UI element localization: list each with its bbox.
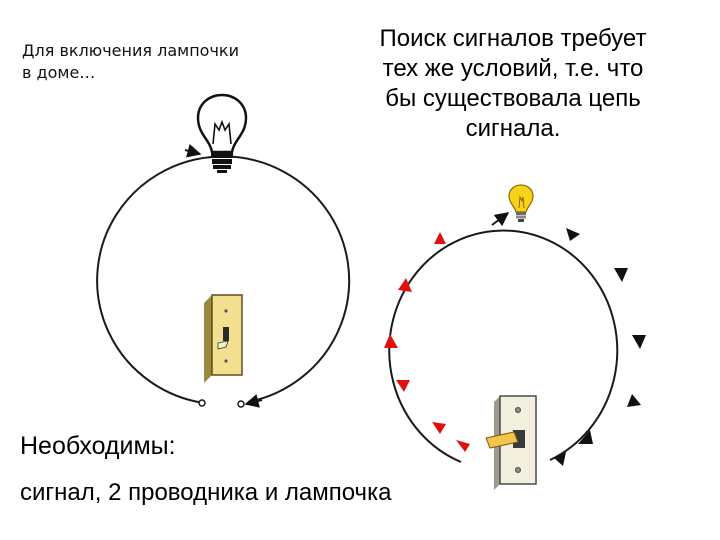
right-heading-line-1: Поиск сигналов требует bbox=[379, 25, 647, 52]
right-heading-line-3: бы существовала цепь bbox=[385, 85, 641, 112]
right-wire-arrow-top bbox=[491, 212, 510, 227]
red-arrow bbox=[384, 334, 398, 348]
left-wire-arrow-top bbox=[184, 143, 202, 158]
switch-contact-left bbox=[198, 399, 206, 407]
requirements-items: сигнал, 2 проводника и лампочка bbox=[20, 479, 392, 506]
red-arrow bbox=[396, 380, 410, 392]
right-circuit bbox=[388, 212, 619, 463]
right-heading-line-2: тех же условий, т.е. что bbox=[382, 55, 644, 82]
red-arrow bbox=[434, 232, 446, 244]
left-note-line-1: Для включения лампочки bbox=[22, 41, 239, 60]
left-note-line-2: в доме… bbox=[22, 63, 96, 82]
dark-arrow bbox=[632, 335, 646, 349]
left-note: Для включения лампочки в доме… bbox=[22, 40, 322, 84]
dark-arrow bbox=[578, 430, 593, 444]
red-arrow bbox=[456, 440, 470, 452]
dark-arrow bbox=[627, 394, 641, 407]
right-heading: Поиск сигналов требует тех же условий, т… bbox=[338, 24, 688, 144]
light-switch-icon bbox=[204, 294, 243, 383]
red-signal-arrows bbox=[384, 232, 470, 452]
dark-signal-arrows bbox=[554, 228, 646, 466]
right-heading-line-4: сигнала. bbox=[465, 115, 561, 142]
red-arrow bbox=[432, 422, 446, 434]
dark-arrow bbox=[566, 228, 580, 241]
right-circuit-wire bbox=[388, 229, 619, 463]
requirements-label: Необходимы: bbox=[20, 432, 176, 460]
toggle-switch-icon bbox=[485, 395, 537, 490]
red-arrow bbox=[398, 278, 412, 292]
left-wire-arrow-bottom bbox=[244, 394, 263, 408]
dark-arrow bbox=[614, 268, 628, 282]
lit-bulb-icon bbox=[508, 184, 534, 222]
light-bulb-outline-icon bbox=[196, 93, 248, 173]
switch-contact-right bbox=[237, 400, 245, 408]
dark-arrow bbox=[554, 452, 566, 466]
